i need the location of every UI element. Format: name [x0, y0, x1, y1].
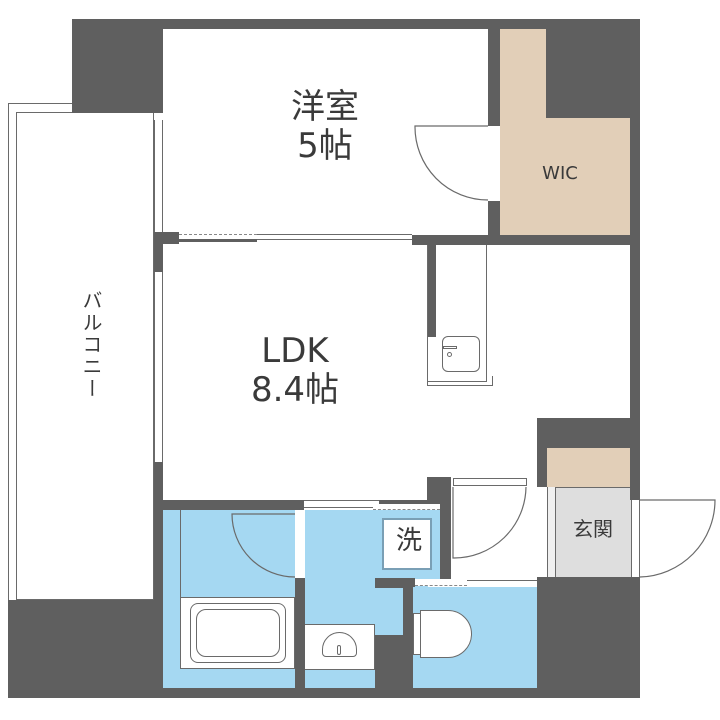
- vanity-sink: [322, 632, 357, 657]
- wash-niche: [375, 588, 403, 635]
- wall-western-ldk-right: [412, 235, 630, 245]
- entrance-step: [547, 487, 555, 577]
- drain-icon: [447, 352, 452, 357]
- wall-entrance-block: [537, 418, 640, 448]
- shoe-storage: [547, 448, 631, 487]
- outer-wall-right-lower: [630, 118, 640, 440]
- hallway-door-frame: [453, 478, 527, 486]
- entrance-label: 玄関: [573, 517, 613, 541]
- bath-door-frame: [304, 500, 379, 508]
- corner-block-top-right: [545, 19, 640, 118]
- hallway: [451, 487, 547, 579]
- vanity-drain: [337, 645, 341, 655]
- corner-block-bottom-left: [8, 600, 163, 698]
- balcony: [16, 112, 154, 600]
- sliding-door-western-2[interactable]: [257, 234, 412, 240]
- ldk-window: [154, 272, 163, 462]
- toilet-door-frame: [467, 580, 542, 585]
- faucet-icon: [443, 346, 457, 349]
- western-room-window: [154, 120, 163, 232]
- bathtub: [190, 603, 286, 663]
- washroom-door-dashed: [373, 504, 440, 510]
- wic-door-opening: [488, 126, 500, 201]
- wall-entrance-left: [537, 418, 547, 488]
- bath-area: [180, 510, 295, 597]
- corner-block-top-left: [72, 19, 163, 113]
- western-room: [163, 29, 488, 236]
- wall-bath-left: [154, 500, 163, 698]
- wall-entrance-right: [630, 440, 640, 500]
- sliding-door-western[interactable]: [179, 234, 257, 242]
- ldk-size: 8.4帖: [250, 370, 340, 411]
- wall-ldk-bottom: [154, 500, 304, 510]
- washer-label: 洗: [395, 526, 422, 556]
- wic-lower: [500, 118, 630, 236]
- wall-ldk-left-lower: [154, 462, 163, 508]
- western-room-size: 5帖: [297, 126, 353, 167]
- toilet-door-dashed: [415, 579, 467, 586]
- kitchen-counter-bottom: [427, 376, 493, 386]
- toilet-bowl: [420, 610, 472, 658]
- western-room-name: 洋室: [291, 87, 359, 127]
- bathtub-inner: [196, 609, 280, 657]
- outer-wall-bottom: [154, 688, 640, 698]
- wall-wash-toilet: [375, 578, 415, 588]
- ldk-label: LDK 8.4帖: [215, 331, 375, 411]
- kitchen-counter: [427, 245, 487, 382]
- outer-wall-top: [72, 19, 640, 29]
- entry-door-opening[interactable]: [631, 500, 640, 577]
- western-room-label: 洋室 5帖: [250, 87, 400, 167]
- wic-label: WIC: [542, 163, 578, 184]
- wall-toilet-left: [403, 578, 413, 698]
- entrance: [555, 487, 631, 577]
- balcony-label: バルコニー: [79, 290, 103, 400]
- wall-wash-right: [440, 500, 451, 585]
- wall-bath-wash: [295, 578, 305, 698]
- bottom-right-block: [537, 577, 640, 698]
- washer-pan: [382, 518, 432, 570]
- ldk-name: LDK: [261, 331, 329, 371]
- kitchen-wall: [427, 245, 436, 337]
- bathtub-base: [180, 597, 295, 669]
- kitchen-sink: [442, 336, 480, 372]
- wall-ldk-left: [154, 232, 163, 272]
